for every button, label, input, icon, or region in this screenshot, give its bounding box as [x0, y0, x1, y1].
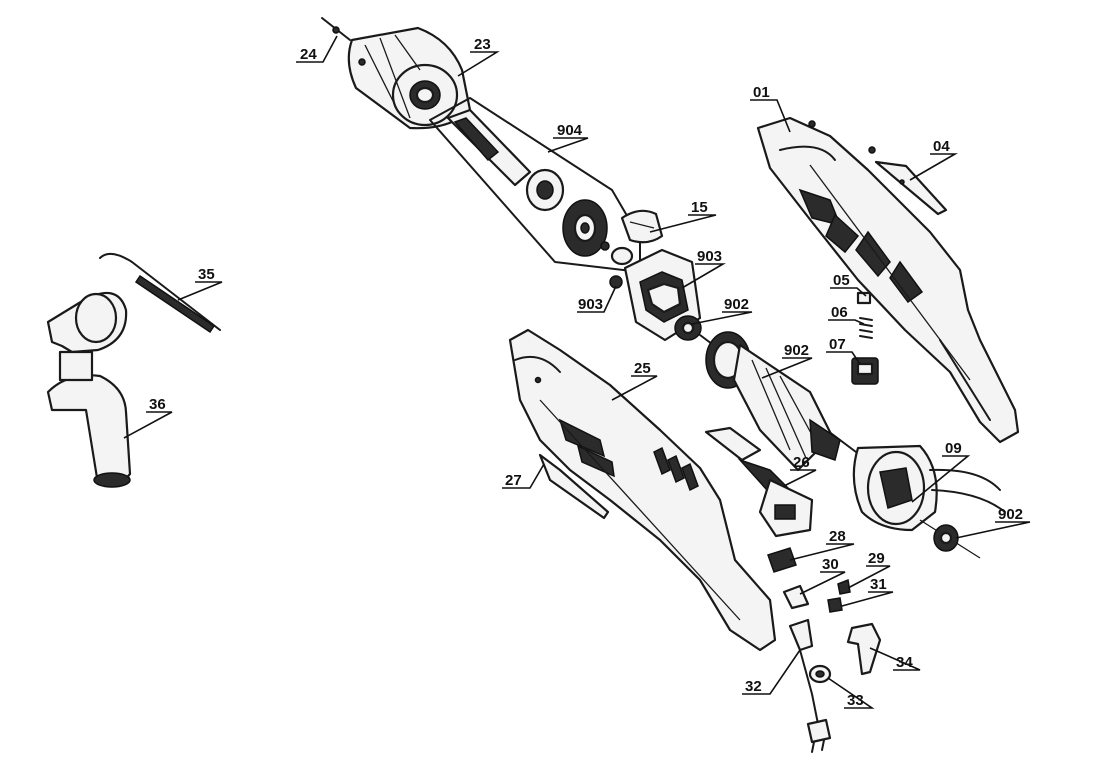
label-15: 15 — [691, 199, 708, 216]
label-36: 36 — [149, 396, 166, 413]
part-09-stator — [852, 444, 1006, 532]
part-30-bracket — [782, 584, 810, 610]
part-904-gear-assembly — [429, 97, 641, 273]
part-labels: 24 23 904 01 04 15 35 903 903 05 902 06 … — [149, 36, 1023, 709]
label-05: 05 — [833, 272, 850, 289]
label-902-upper: 902 — [724, 296, 749, 313]
part-902-bearing-upper — [674, 315, 702, 341]
part-32-power-cord — [788, 618, 832, 753]
part-15-housing-cap — [620, 209, 664, 244]
label-26: 26 — [793, 454, 810, 471]
label-07: 07 — [829, 336, 846, 353]
part-34-cable-guide — [846, 622, 882, 676]
label-09: 09 — [945, 440, 962, 457]
part-35-depth-rod — [99, 252, 221, 334]
label-34: 34 — [896, 654, 913, 671]
label-31: 31 — [870, 576, 887, 593]
leader-lines — [123, 35, 1031, 709]
label-01: 01 — [753, 84, 770, 101]
label-06: 06 — [831, 304, 848, 321]
label-904: 904 — [557, 122, 583, 139]
part-06-spring — [859, 317, 873, 339]
label-28: 28 — [829, 528, 846, 545]
part-33-cord-sleeve — [808, 664, 832, 684]
part-29-screw — [837, 578, 851, 595]
part-36-aux-handle — [46, 291, 132, 488]
part-01-housing-right — [756, 116, 1020, 444]
label-32: 32 — [745, 678, 762, 695]
label-25: 25 — [634, 360, 651, 377]
part-04-nameplate — [874, 160, 948, 216]
part-23-chuck — [347, 26, 472, 130]
label-35: 35 — [198, 266, 215, 283]
part-armature — [699, 331, 861, 472]
part-07-brush-holder — [851, 357, 879, 385]
label-902-mid: 902 — [784, 342, 809, 359]
label-902-lower: 902 — [998, 506, 1023, 523]
label-33: 33 — [847, 692, 864, 709]
part-31-clip — [827, 597, 843, 613]
part-24-bit — [321, 17, 351, 41]
label-23: 23 — [474, 36, 491, 53]
label-04: 04 — [933, 138, 950, 155]
label-24: 24 — [300, 46, 317, 63]
part-25-housing-left — [508, 328, 777, 652]
label-903-left: 903 — [578, 296, 603, 313]
part-27-side-panel — [538, 453, 610, 520]
label-903-right: 903 — [697, 248, 722, 265]
part-28-cable-clamp — [767, 547, 797, 573]
part-26-switch — [704, 426, 814, 538]
part-05-brush-cap — [856, 291, 872, 305]
label-29: 29 — [868, 550, 885, 567]
part-902-bearing-lower — [919, 519, 981, 559]
label-30: 30 — [822, 556, 839, 573]
label-27: 27 — [505, 472, 522, 489]
